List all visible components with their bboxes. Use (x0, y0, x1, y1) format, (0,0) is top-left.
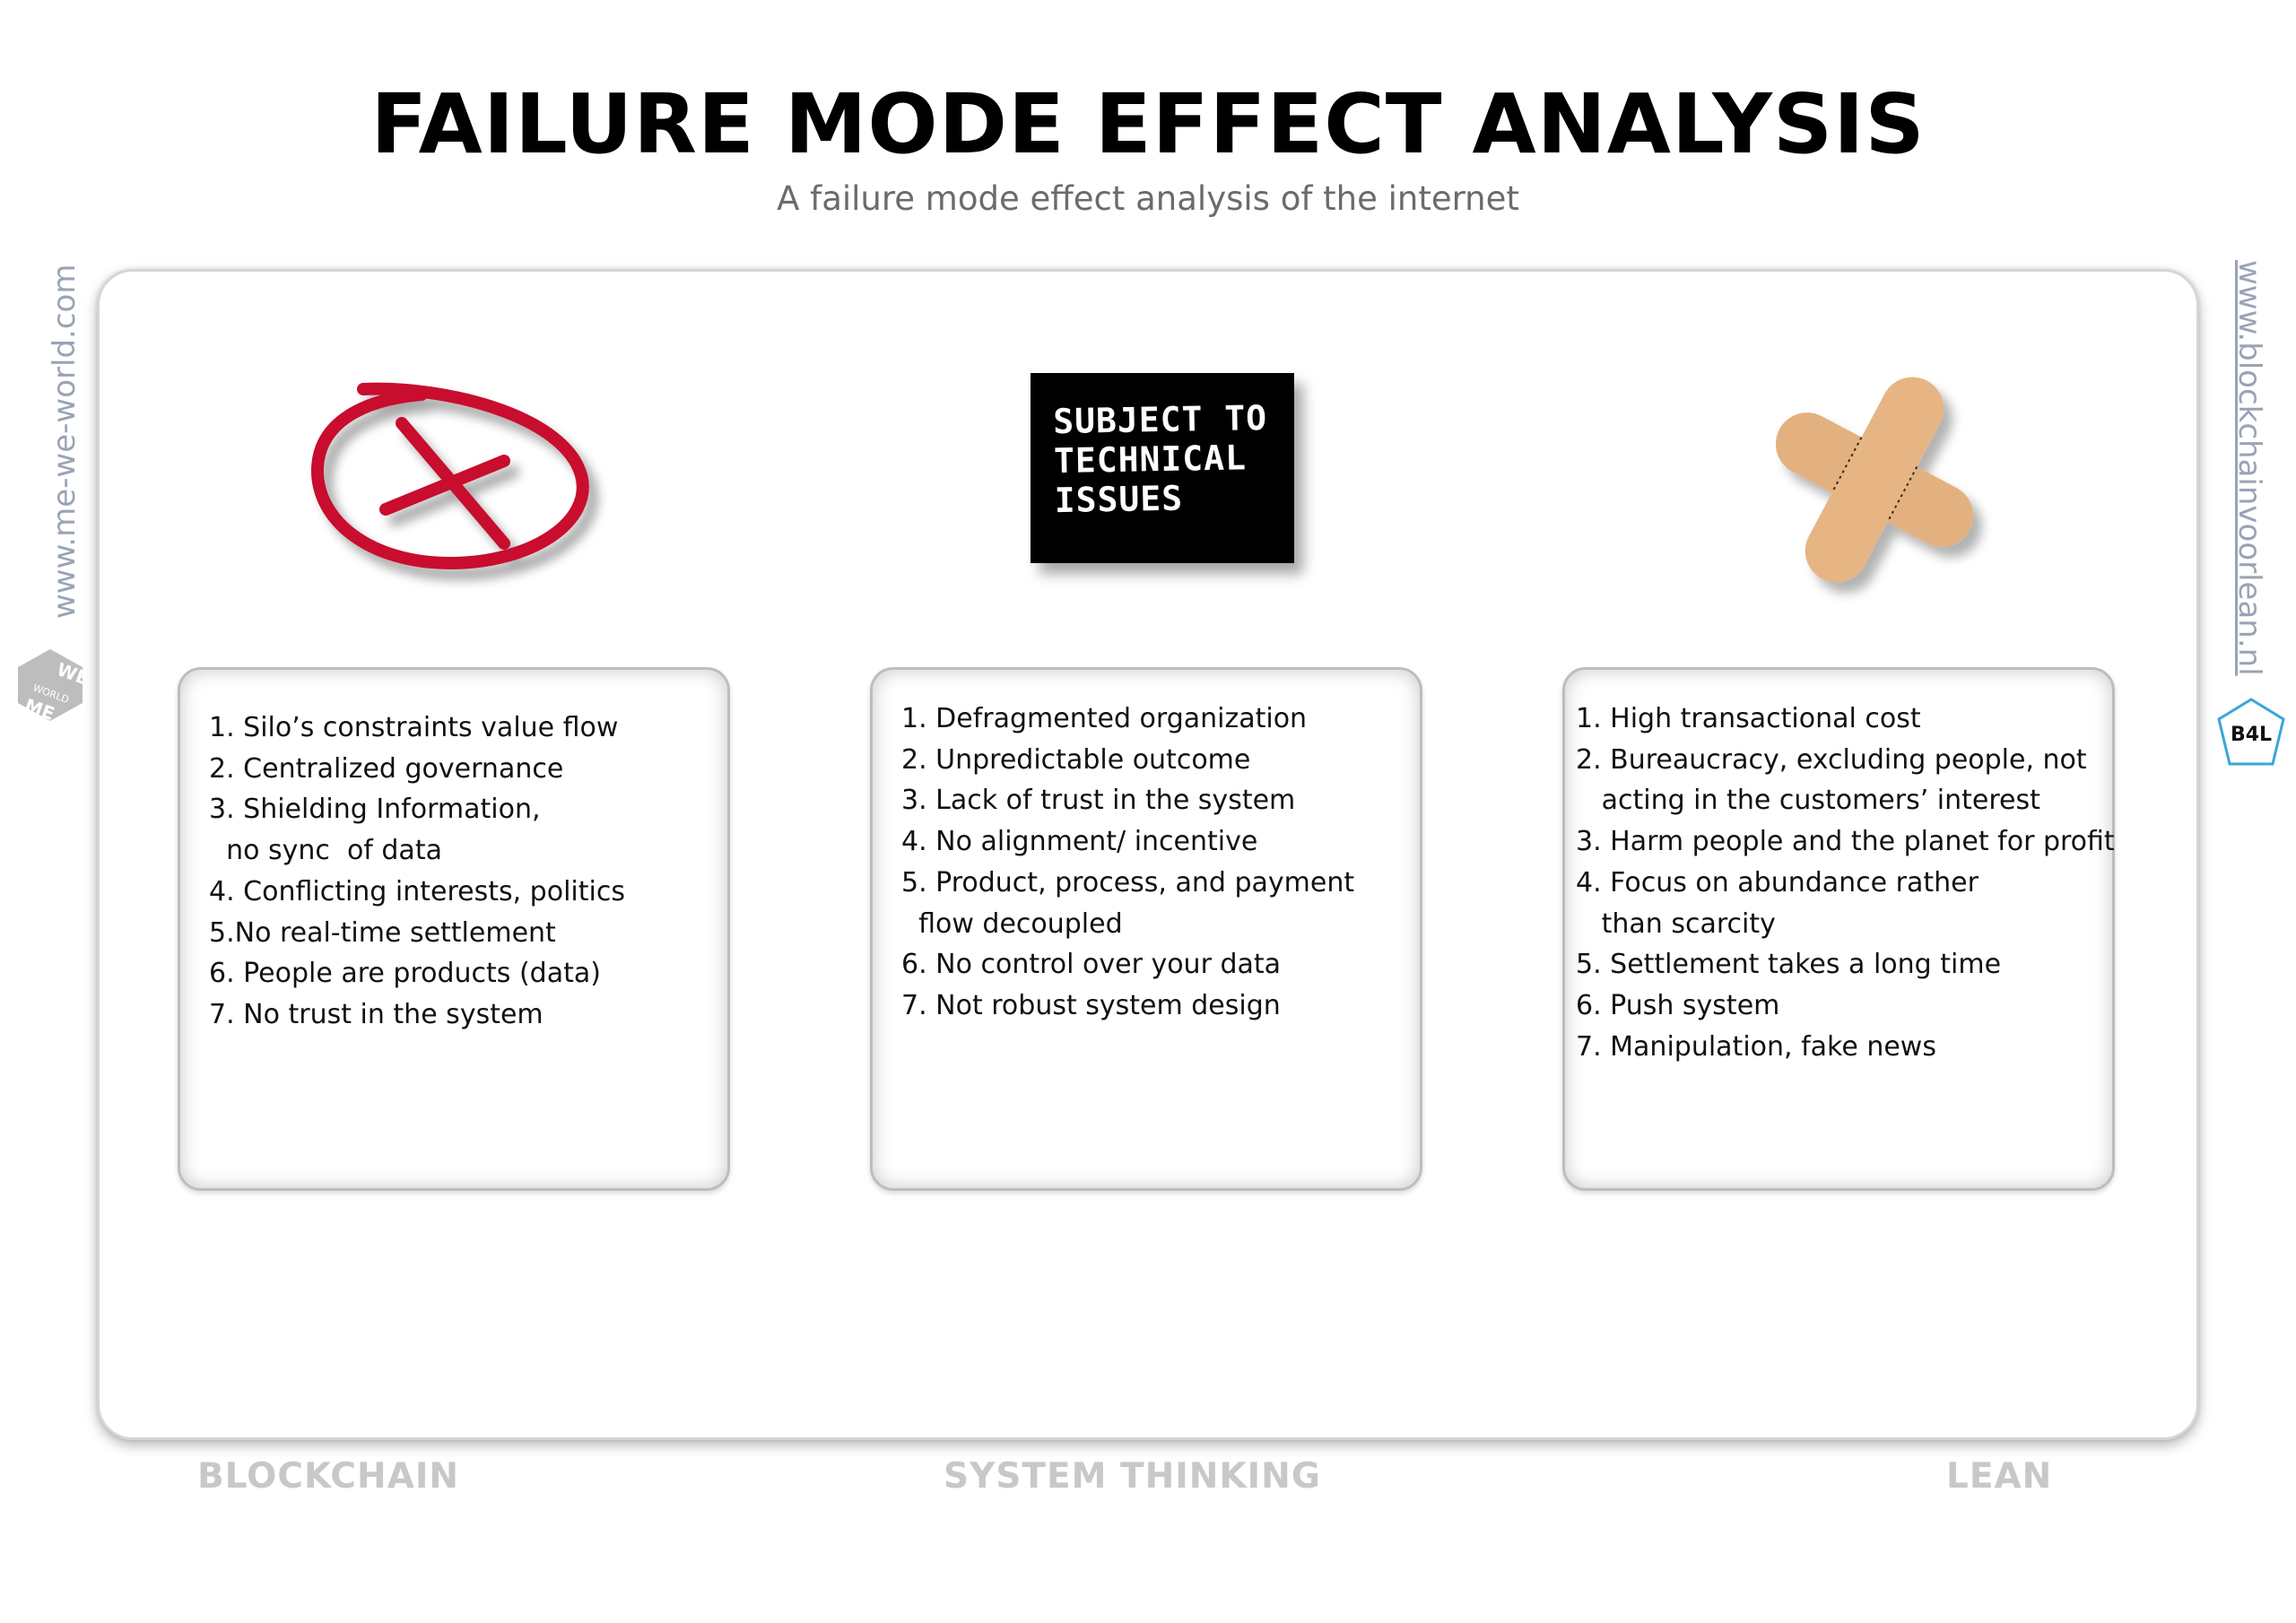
me-we-world-logo-icon: WE WORLD ME (18, 649, 86, 723)
list-item: 7. Not robust system design (901, 989, 1281, 1021)
list-item: 3. Lack of trust in the system (901, 785, 1296, 817)
page-subtitle: A failure mode effect analysis of the in… (777, 179, 1519, 218)
list-item: 7. Manipulation, fake news (1576, 1030, 1936, 1063)
list-item: 3. Harm people and the planet for profit (1576, 826, 2115, 858)
list-item: than scarcity (1576, 907, 1776, 940)
list-item: 1. Silo’s constraints value flow (209, 712, 619, 743)
list-item: 5. Product, process, and payment (901, 866, 1355, 898)
b4l-logo-text: B4L (2231, 724, 2272, 746)
b4l-logo-icon: B4L (2217, 698, 2285, 766)
list-item: 1. Defragmented organization (901, 703, 1308, 734)
system-thinking-list: 1. Defragmented organization 2. Unpredic… (901, 699, 1407, 1027)
list-item: 6. People are products (data) (209, 958, 601, 990)
circled-cross-icon (310, 382, 589, 570)
lean-list: 1. High transactional cost 2. Bureaucrac… (1576, 699, 2115, 1067)
list-item: 5. Settlement takes a long time (1576, 949, 2002, 981)
list-item: 4. Conflicting interests, politics (209, 875, 625, 907)
left-url-text[interactable]: www.me-we-world.com (47, 264, 83, 619)
list-item: no sync of data (209, 835, 442, 867)
page-title: FAILURE MODE EFFECT ANALYSIS (370, 76, 1926, 172)
list-item: 4. No alignment/ incentive (901, 826, 1258, 858)
list-item: 7. No trust in the system (209, 998, 544, 1030)
list-item: 1. High transactional cost (1576, 703, 1921, 734)
list-item: 3. Shielding Information, (209, 794, 541, 826)
list-item: 6. Push system (1576, 989, 1780, 1021)
blockchain-list: 1. Silo’s constraints value flow 2. Cent… (209, 707, 715, 1036)
blockchain-card: 1. Silo’s constraints value flow 2. Cent… (178, 667, 730, 1191)
list-item: 2. Centralized governance (209, 752, 564, 785)
list-item: 6. No control over your data (901, 949, 1282, 981)
lean-label: LEAN (1946, 1456, 2053, 1497)
list-item: acting in the customers’ interest (1576, 785, 2040, 817)
blockchain-label: BLOCKCHAIN (197, 1456, 460, 1497)
list-item: 2. Unpredictable outcome (901, 743, 1251, 776)
right-url-link[interactable]: www.blockchainvoorlean.nl (2231, 260, 2267, 676)
chalkboard-text: SUBJECT TO TECHNICAL ISSUES (1052, 397, 1268, 521)
system-thinking-card: 1. Defragmented organization 2. Unpredic… (870, 667, 1422, 1191)
chalkboard-sign: SUBJECT TO TECHNICAL ISSUES (1031, 373, 1294, 563)
list-item: 2. Bureaucracy, excluding people, not (1576, 743, 2087, 776)
list-item: 5.No real-time settlement (209, 916, 556, 949)
list-item: 4. Focus on abundance rather (1576, 866, 1979, 898)
list-item: flow decoupled (901, 907, 1123, 940)
system-thinking-label: SYSTEM THINKING (944, 1456, 1321, 1497)
bandage-icon (1775, 377, 1974, 583)
lean-card: 1. High transactional cost 2. Bureaucrac… (1562, 667, 2115, 1191)
